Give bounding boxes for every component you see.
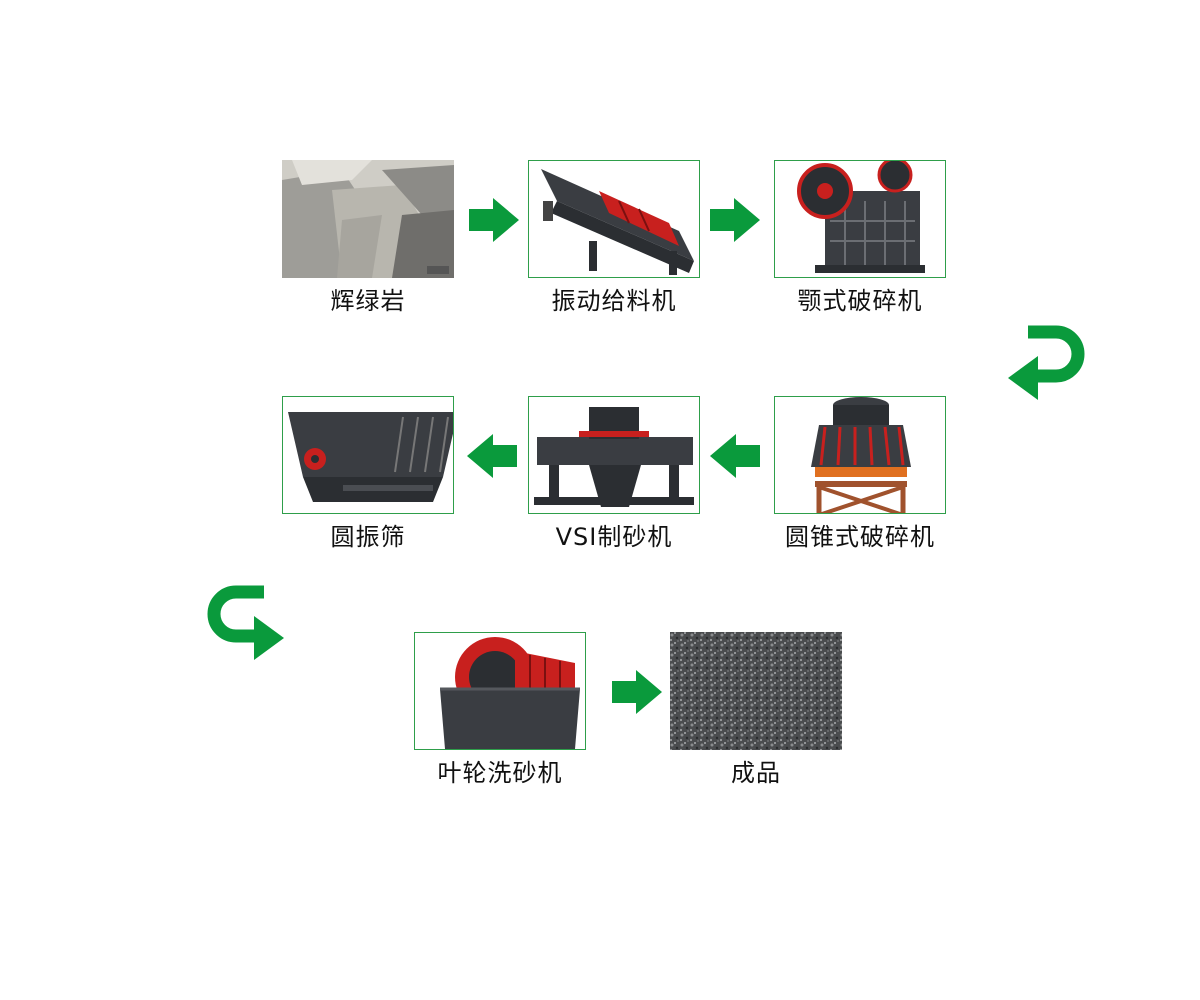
arrow-left-icon (710, 434, 760, 478)
step-cone-crusher-image (774, 396, 946, 514)
step-vsi-image (528, 396, 700, 514)
u-turn-arrow-icon (1008, 322, 1092, 400)
step-label: 成品 (731, 759, 781, 787)
step-jaw-crusher-image (774, 160, 946, 278)
step-rock-image (282, 160, 454, 278)
arrow-right-icon (612, 670, 662, 714)
arrow-left-icon (467, 434, 517, 478)
step-screen-image (282, 396, 454, 514)
step-sand-washer-image (414, 632, 586, 750)
step-label: 振动给料机 (551, 287, 677, 315)
step-label: 叶轮洗砂机 (437, 759, 563, 787)
step-label: 颚式破碎机 (797, 287, 923, 315)
step-label: 圆振筛 (330, 523, 406, 551)
step-gravel-image (670, 632, 842, 750)
step-label: VSI制砂机 (555, 523, 673, 551)
step-label: 圆锥式破碎机 (785, 523, 935, 551)
u-turn-arrow-icon (200, 582, 284, 660)
step-label: 辉绿岩 (330, 287, 406, 315)
arrow-right-icon (710, 198, 760, 242)
step-feeder-image (528, 160, 700, 278)
arrow-right-icon (469, 198, 519, 242)
